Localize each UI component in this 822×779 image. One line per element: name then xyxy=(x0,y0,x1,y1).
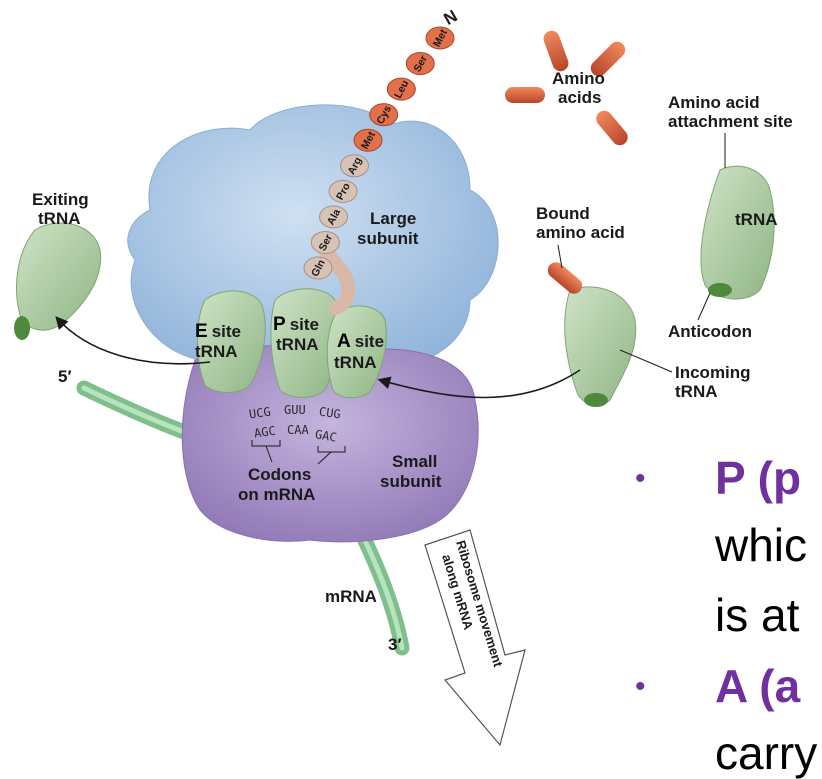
incoming-trna xyxy=(564,286,637,406)
a-site-trna xyxy=(326,305,387,399)
large-subunit-label-1: Large xyxy=(370,209,416,228)
entry-arrow xyxy=(377,369,581,399)
a-site-trna-label: tRNA xyxy=(334,353,377,372)
exiting-label-2: tRNA xyxy=(38,209,81,228)
anticodon-label: Anticodon xyxy=(668,322,752,341)
amino-acid-bead xyxy=(328,179,358,203)
free-amino-acids xyxy=(505,30,628,146)
bound-pointer xyxy=(557,244,563,269)
free-trna xyxy=(700,165,775,300)
bound-amino-acid xyxy=(547,262,583,294)
amino-acids-label-2: acids xyxy=(558,88,601,107)
amino-acid-bead xyxy=(339,154,369,178)
exiting-label-1: Exiting xyxy=(32,190,89,209)
free-trna-anticodon xyxy=(708,283,732,297)
mrna-label: mRNA xyxy=(325,587,377,606)
bullet-term-4: A (a xyxy=(715,660,801,712)
p-site-trna xyxy=(270,288,339,398)
bound-label-2: amino acid xyxy=(536,223,625,242)
small-subunit-label-2: subunit xyxy=(380,472,442,491)
exiting-trna-anticodon xyxy=(14,316,30,340)
codons-label-1: Codons xyxy=(248,465,311,484)
five-prime-label: 5′ xyxy=(58,367,72,386)
e-site-trna-label: tRNA xyxy=(195,342,238,361)
e-site-trna xyxy=(197,290,266,393)
amino-acids-label-1: Amino xyxy=(552,69,605,88)
amino-acid-bead xyxy=(353,128,383,152)
anticodon-2: GUU xyxy=(284,403,306,417)
bullet-text-3: is at xyxy=(715,589,800,641)
attach-site-label-1: Amino acid xyxy=(668,93,760,112)
small-subunit-label-1: Small xyxy=(392,452,437,471)
amino-acid-bead xyxy=(310,230,340,254)
amino-acid-bead xyxy=(405,52,435,76)
amino-acid-bead xyxy=(369,103,399,127)
bound-label-1: Bound xyxy=(536,204,590,223)
bullet-dot-4: • xyxy=(635,670,646,703)
codon-1: AGC xyxy=(253,424,276,441)
peptide-link xyxy=(311,233,356,315)
anticodon-3: CUG xyxy=(318,405,341,422)
attach-site-label-2: attachment site xyxy=(668,112,793,131)
movement-arrow xyxy=(424,529,526,747)
bullet-text-2: whic xyxy=(715,519,808,571)
anticodon-1: UCG xyxy=(248,405,271,422)
large-subunit-label-2: subunit xyxy=(357,229,419,248)
bullet-text-5: carry xyxy=(715,727,818,779)
trna-free-label: tRNA xyxy=(735,210,778,229)
incoming-label-2: tRNA xyxy=(675,382,718,401)
bullet-dot-1: • xyxy=(635,462,646,495)
p-site-trna-label: tRNA xyxy=(276,335,319,354)
amino-acid-bead xyxy=(425,26,455,50)
bullet-term-1: P (p xyxy=(715,452,802,504)
codon-2: CAA xyxy=(287,423,309,437)
amino-acid-bead xyxy=(386,77,416,101)
codon-3: GAC xyxy=(314,427,338,445)
amino-acid-bead xyxy=(303,256,333,280)
exiting-trna xyxy=(15,222,102,331)
exit-arrow xyxy=(55,316,211,365)
incoming-trna-anticodon xyxy=(584,393,608,407)
incoming-pointer xyxy=(619,349,673,373)
amino-acid-bead xyxy=(319,205,349,229)
anticodon-pointer xyxy=(697,292,711,321)
n-terminus-label: N xyxy=(441,6,461,29)
codon-pairs: UCG GUU CUG AGC CAA GAC xyxy=(248,403,346,465)
three-prime-label: 3′ xyxy=(388,635,402,654)
codons-label-2: on mRNA xyxy=(238,485,315,504)
incoming-label-1: Incoming xyxy=(675,363,751,382)
